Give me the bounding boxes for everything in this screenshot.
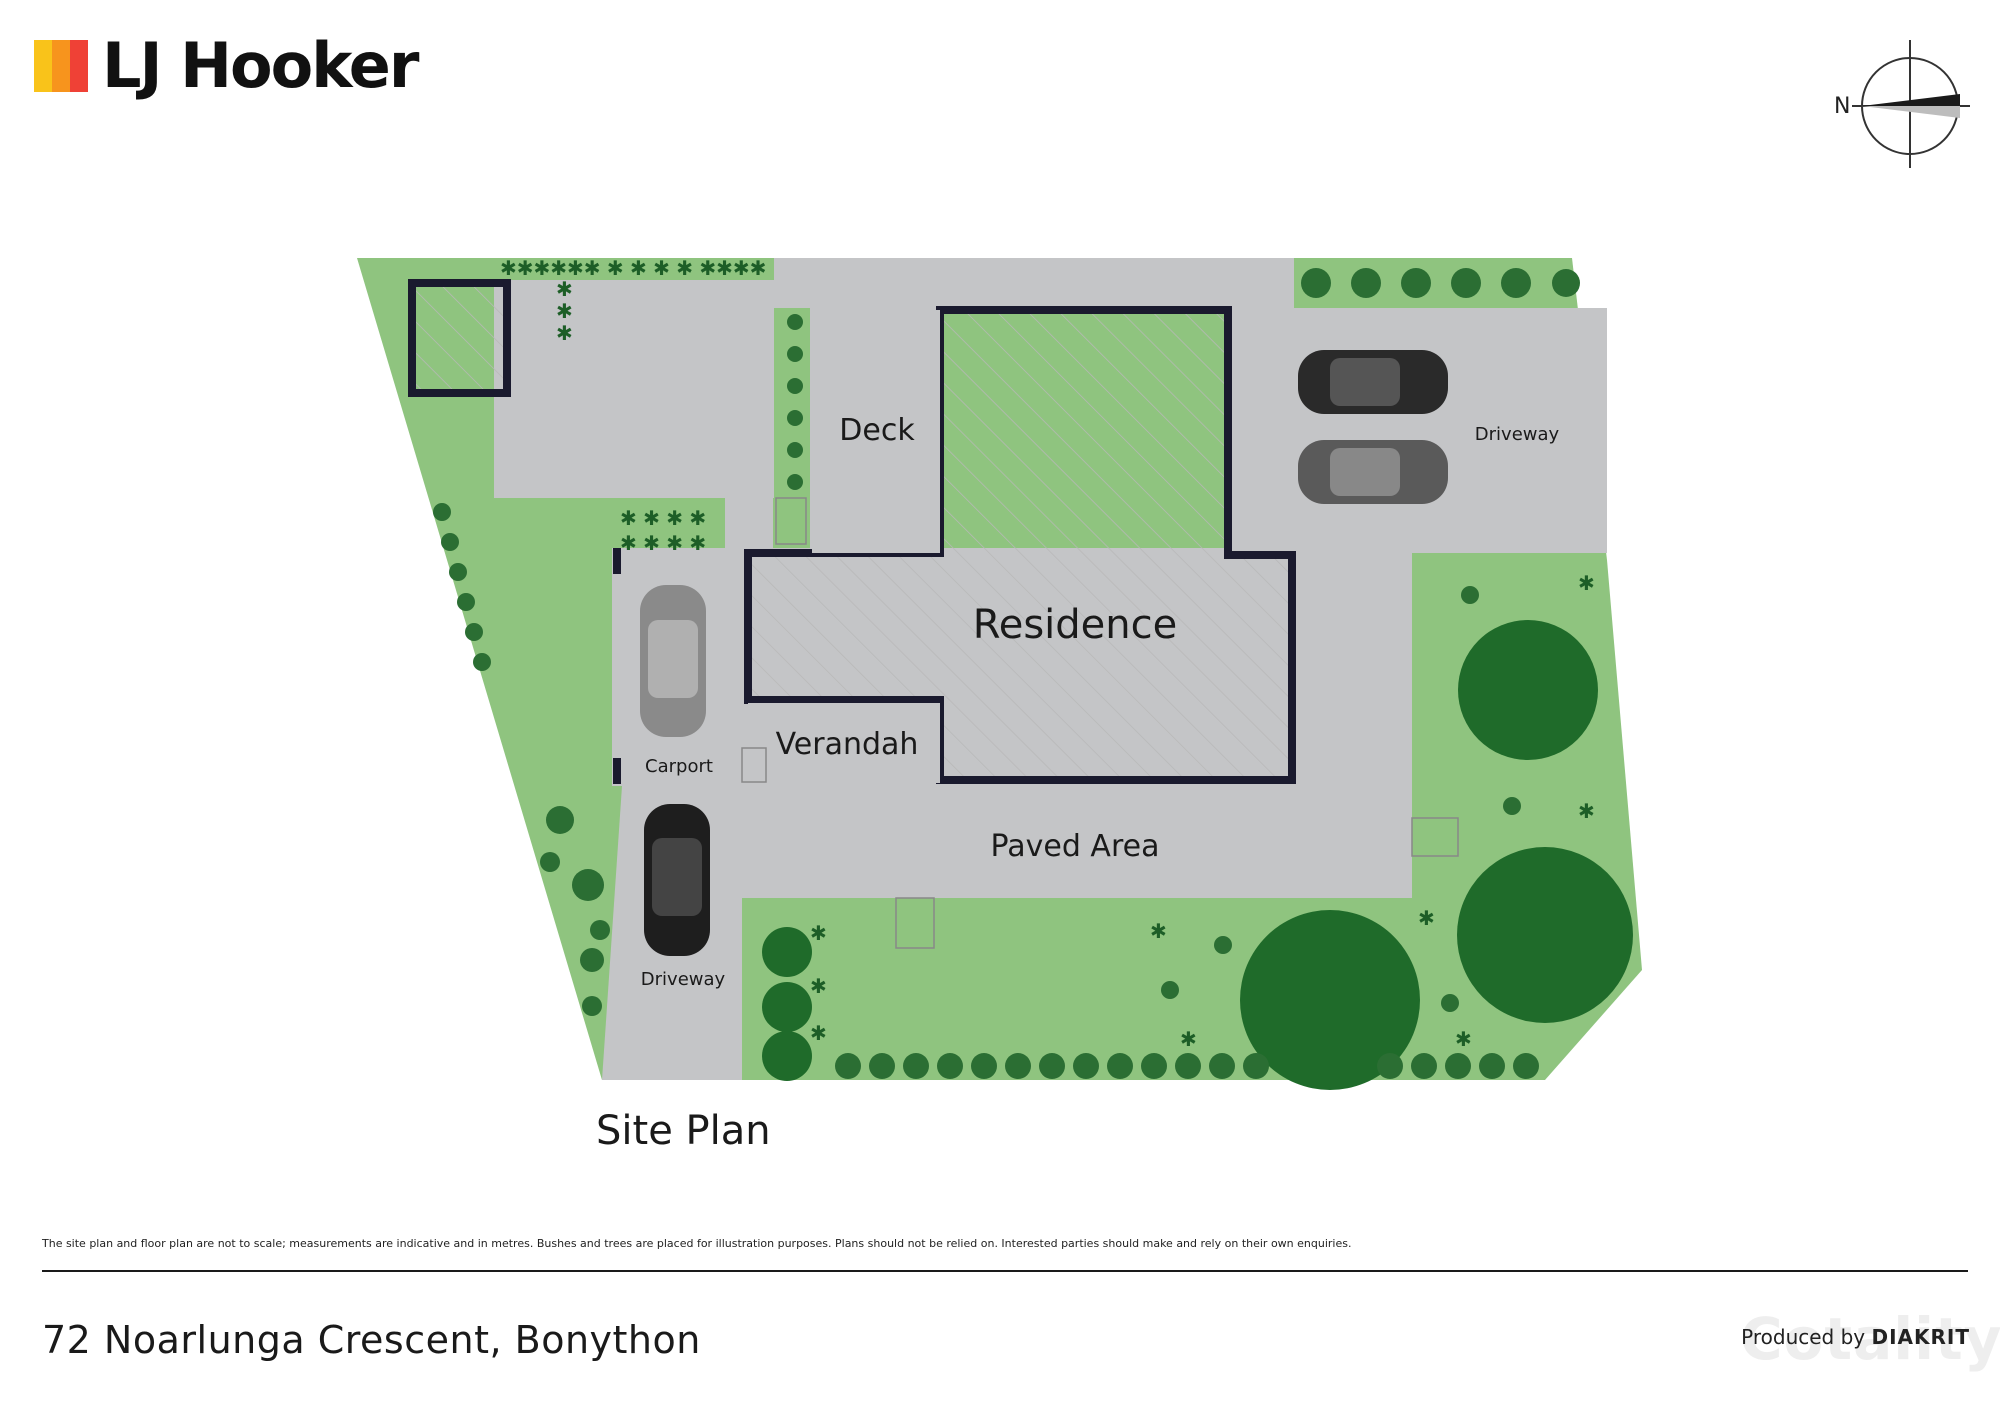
carport-post (613, 548, 621, 574)
svg-text:✱: ✱ (1578, 799, 1595, 823)
svg-text:✱: ✱ (810, 1021, 827, 1045)
svg-text:✱: ✱ (1455, 1027, 1472, 1051)
svg-text:✱: ✱ (556, 277, 573, 301)
carport-post (613, 758, 621, 784)
steps (741, 497, 1459, 949)
lj-hooker-logo: LJ Hooker (34, 29, 419, 102)
plant-icon: ✱✱✱✱✱✱ ✱ ✱ ✱ ✱ ✱✱✱✱ ✱ ✱ ✱ ✱ ✱ ✱ ✱ ✱ ✱✱✱ … (500, 256, 1595, 1051)
svg-text:✱: ✱ (810, 974, 827, 998)
residence-label: Residence (973, 602, 1178, 648)
car-icon (1298, 350, 1448, 414)
car-icon (644, 804, 710, 956)
compass-north-label: N (1834, 94, 1850, 119)
car-icon (1298, 440, 1448, 504)
logo-bar-yellow (34, 40, 52, 92)
deck-area (812, 310, 940, 553)
plan-title: Site Plan (596, 1108, 771, 1154)
svg-text:✱: ✱ (810, 921, 827, 945)
svg-text:✱ ✱ ✱ ✱: ✱ ✱ ✱ ✱ (620, 506, 706, 530)
svg-text:✱: ✱ (556, 321, 573, 345)
produced-by: Produced by DIAKRIT (1741, 1325, 1970, 1349)
north-compass-icon: N (1834, 40, 1970, 168)
logo-color-bars (34, 40, 88, 92)
driveway-left-label: Driveway (641, 969, 726, 990)
property-address: 72 Noarlunga Crescent, Bonython (42, 1318, 701, 1362)
cotality-watermark: Cotality (1740, 1305, 2000, 1373)
svg-text:✱: ✱ (1150, 919, 1167, 943)
verandah-area (748, 703, 940, 783)
carport-label: Carport (645, 756, 713, 777)
logo-bar-orange (52, 40, 70, 92)
disclaimer-text: The site plan and floor plan are not to … (42, 1237, 1352, 1250)
svg-text:✱: ✱ (1180, 1027, 1197, 1051)
svg-text:✱ ✱ ✱ ✱: ✱ ✱ ✱ ✱ (620, 531, 706, 555)
produced-by-brand: DIAKRIT (1871, 1325, 1970, 1349)
svg-text:✱: ✱ (556, 299, 573, 323)
paved-area-label: Paved Area (991, 829, 1160, 864)
footer-divider (42, 1270, 1968, 1272)
svg-text:✱✱✱✱✱✱ ✱ ✱ ✱ ✱ ✱✱✱✱: ✱✱✱✱✱✱ ✱ ✱ ✱ ✱ ✱✱✱✱ (500, 256, 766, 280)
logo-bar-red (70, 40, 88, 92)
driveway-right-label: Driveway (1475, 424, 1560, 445)
tree-icon (762, 620, 1633, 1090)
garden-shed (408, 279, 511, 397)
car-icon (640, 585, 706, 737)
produced-by-prefix: Produced by (1741, 1325, 1866, 1349)
deck-label: Deck (839, 413, 915, 448)
svg-text:✱: ✱ (1578, 571, 1595, 595)
shrub-row (433, 268, 1580, 1079)
verandah-label: Verandah (776, 727, 919, 762)
logo-wordmark: LJ Hooker (102, 29, 419, 102)
svg-text:✱: ✱ (1418, 906, 1435, 930)
